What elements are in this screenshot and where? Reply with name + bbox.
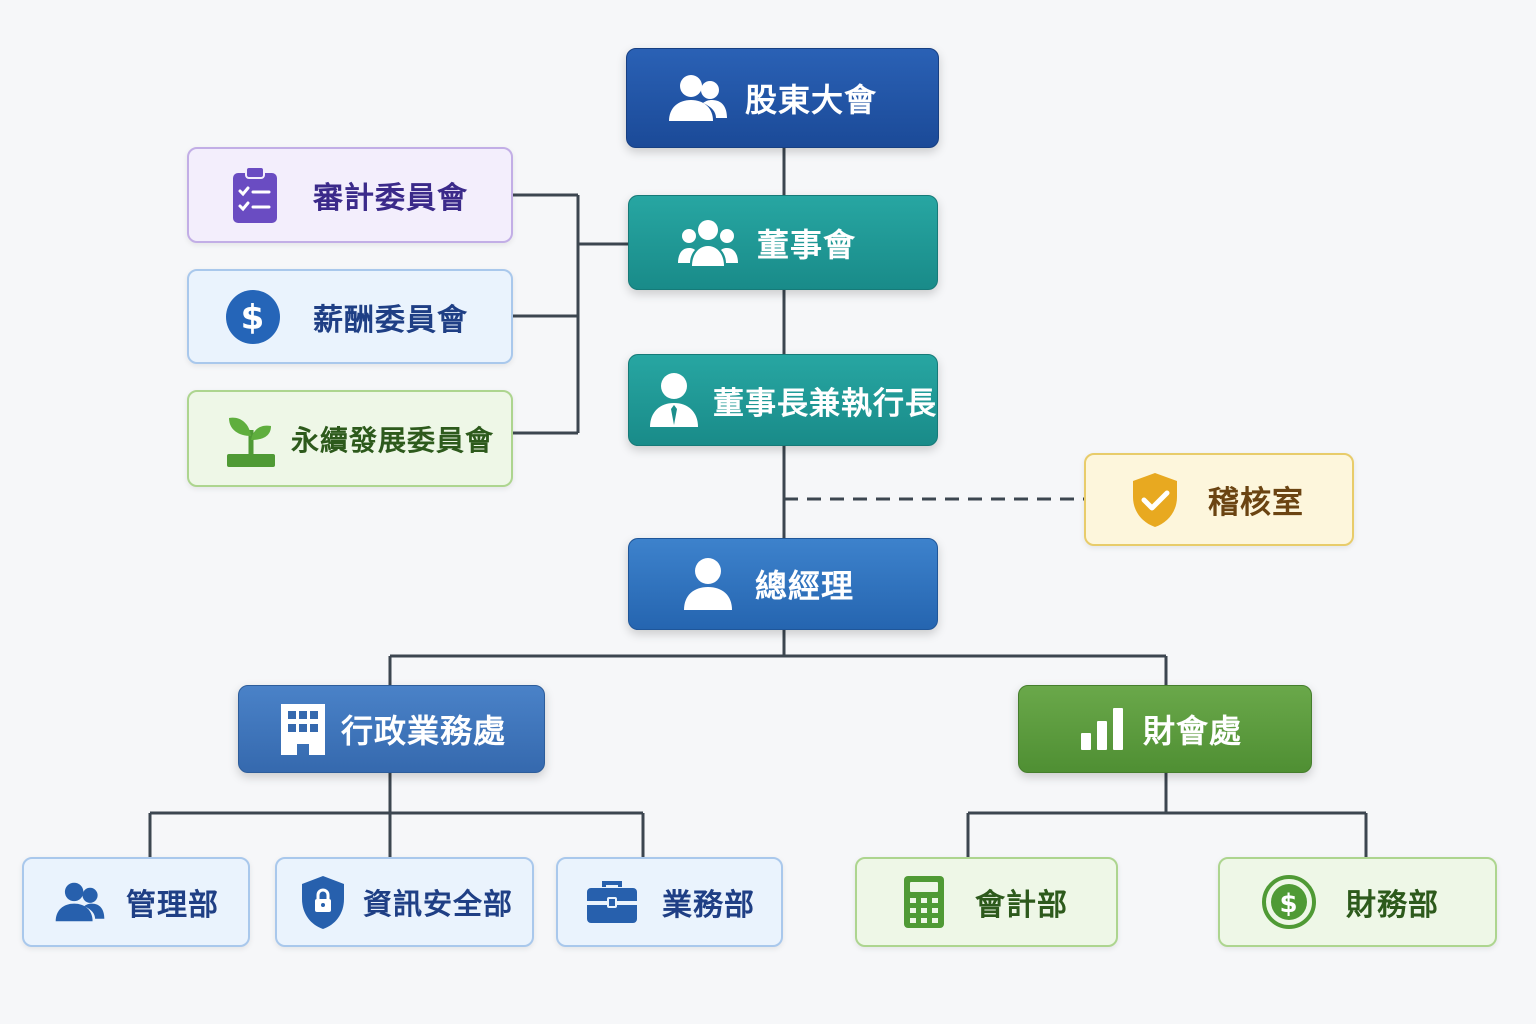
node-label: 業務部 — [662, 888, 755, 923]
dollar-circle-icon: $ — [1262, 875, 1316, 929]
node-label: 財務部 — [1346, 888, 1439, 923]
user-tie-icon — [649, 372, 699, 428]
node-label: 審計委員會 — [313, 181, 468, 216]
node-label: 資訊安全部 — [363, 887, 514, 921]
svg-text:$: $ — [1279, 889, 1298, 919]
shield-lock-icon — [299, 874, 347, 930]
node-treasury-dept: $ 財務部 — [1218, 857, 1497, 947]
node-label: 永續發展委員會 — [291, 423, 495, 457]
node-label: 管理部 — [126, 888, 219, 923]
node-label: 董事會 — [757, 225, 857, 264]
clipboard-check-icon — [231, 166, 279, 224]
node-label: 薪酬委員會 — [313, 302, 468, 338]
users-icon — [667, 73, 729, 123]
node-label: 財會處 — [1143, 712, 1243, 750]
node-label: 稽核室 — [1208, 485, 1304, 521]
node-accounting-dept: 會計部 — [855, 857, 1118, 947]
bar-chart-icon — [1079, 707, 1125, 751]
node-label: 會計部 — [975, 888, 1068, 923]
node-management-dept: 管理部 — [22, 857, 250, 947]
node-audit-committee: 審計委員會 — [187, 147, 513, 243]
node-finance-division: 財會處 — [1018, 685, 1312, 773]
node-label: 行政業務處 — [341, 712, 507, 750]
node-label: 總經理 — [755, 567, 855, 605]
node-chairman-ceo: 董事長兼執行長 — [628, 354, 938, 446]
node-infosec-dept: 資訊安全部 — [275, 857, 534, 947]
group-icon — [677, 219, 739, 267]
node-shareholders-meeting: 股東大會 — [626, 48, 939, 148]
dollar-icon: $ — [225, 289, 281, 345]
node-label: 董事長兼執行長 — [713, 385, 937, 422]
node-admin-division: 行政業務處 — [238, 685, 545, 773]
building-icon — [279, 702, 327, 756]
node-label: 股東大會 — [745, 81, 878, 119]
node-sustainability-committee: 永續發展委員會 — [187, 390, 513, 487]
briefcase-icon — [586, 879, 638, 925]
node-business-dept: 業務部 — [556, 857, 783, 947]
node-audit-office: 稽核室 — [1084, 453, 1354, 546]
user-icon — [683, 557, 733, 611]
node-general-manager: 總經理 — [628, 538, 938, 630]
shield-check-icon — [1130, 471, 1180, 529]
users-icon — [54, 879, 106, 925]
svg-text:$: $ — [241, 298, 266, 338]
node-compensation-committee: $ 薪酬委員會 — [187, 269, 513, 364]
calculator-icon — [903, 875, 945, 929]
sprout-icon — [225, 410, 277, 468]
node-board-of-directors: 董事會 — [628, 195, 938, 290]
